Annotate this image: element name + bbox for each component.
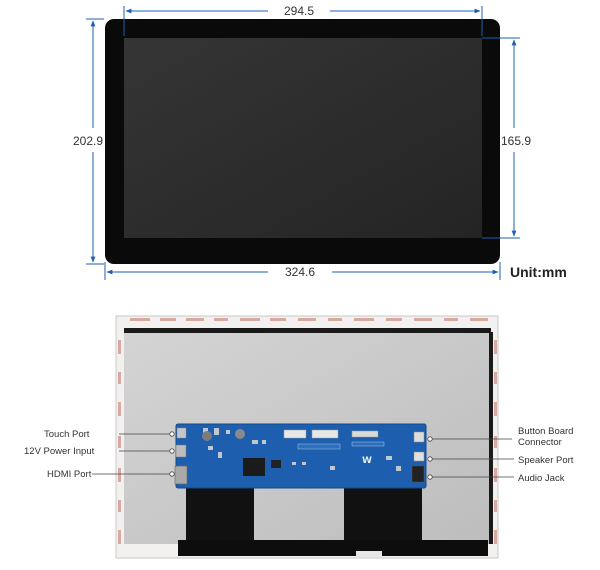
bottom-tab — [356, 551, 382, 557]
hdmi-port-connector — [174, 465, 188, 485]
back-view: W — [92, 315, 514, 559]
main-chip — [243, 458, 265, 476]
front-screen — [124, 38, 482, 238]
left-port-labels: Touch Port 12V Power Input HDMI Port — [24, 429, 95, 480]
speaker-port-connector — [413, 451, 425, 462]
bottom-strip — [178, 540, 488, 556]
connector-fpc-3 — [351, 430, 379, 438]
tape-marks — [118, 318, 497, 544]
inductor-1 — [202, 431, 212, 441]
flex-block-right — [344, 486, 422, 548]
button-board-connector — [413, 431, 425, 443]
label-button-board-line2: Connector — [518, 437, 562, 448]
front-view: 294.5 202.9 165.9 324.6 Unit:mm — [73, 4, 567, 280]
pcb — [176, 424, 426, 488]
dim-top-active-width: 294.5 — [125, 4, 481, 18]
audio-jack-connector — [411, 465, 425, 483]
dim-top-label: 294.5 — [284, 4, 314, 18]
dim-left-label: 202.9 — [73, 134, 103, 148]
label-button-board-line1: Button Board — [518, 426, 573, 437]
dim-right-label: 165.9 — [501, 134, 531, 148]
flash-chip — [271, 460, 281, 468]
power-input-connector — [175, 444, 187, 458]
label-touch-port: Touch Port — [44, 429, 90, 440]
panel-edge-top — [124, 328, 491, 333]
label-audio-jack: Audio Jack — [518, 473, 565, 484]
dim-bottom-outer-width: 324.6 — [106, 265, 499, 279]
driver-board: W — [174, 423, 427, 489]
dim-bottom-label: 324.6 — [285, 265, 315, 279]
label-hdmi-port: HDMI Port — [47, 469, 92, 480]
inductor-2 — [235, 429, 245, 439]
callout-dots — [169, 431, 433, 480]
label-speaker-port: Speaker Port — [518, 455, 574, 466]
board-logo: W — [362, 456, 372, 466]
dim-left-outer-height: 202.9 — [73, 20, 103, 263]
connector-fpc-2 — [311, 429, 339, 439]
connector-fpc-1 — [283, 429, 307, 439]
dim-right-active-height: 165.9 — [501, 39, 531, 237]
right-port-labels: Button Board Connector Speaker Port Audi… — [518, 426, 574, 484]
panel-edge-right — [489, 332, 493, 544]
label-12v-power-input: 12V Power Input — [24, 446, 95, 457]
unit-label: Unit:mm — [510, 264, 567, 280]
touch-port-connector — [176, 427, 187, 439]
flex-block-left — [186, 488, 254, 548]
